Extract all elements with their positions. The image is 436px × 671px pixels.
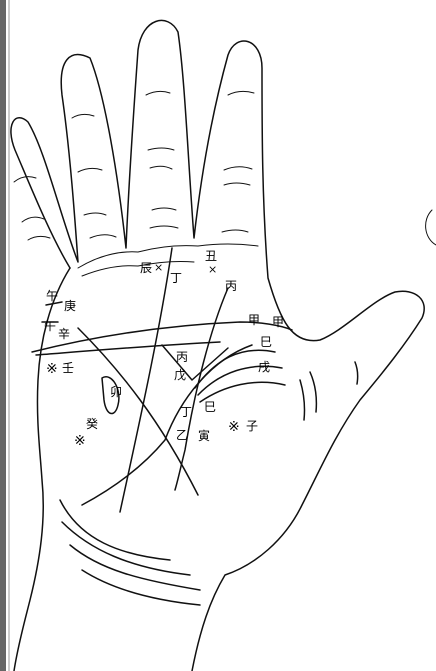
life-line <box>82 345 252 505</box>
thumb-creases <box>300 362 358 420</box>
cross-mark-chen: × <box>154 262 163 273</box>
palm-lines <box>32 248 358 605</box>
label-yin: 寅 <box>198 430 210 442</box>
label-jia-1: 甲 <box>248 314 260 326</box>
label-yi: 乙 <box>176 429 188 441</box>
label-ren: 壬 <box>62 362 74 374</box>
label-chou: 丑 <box>205 250 217 262</box>
wrist-line-1 <box>60 500 170 560</box>
label-xu: 戌 <box>258 361 270 373</box>
star-ren: ※ <box>46 362 58 376</box>
label-xin: 辛 <box>58 328 70 340</box>
label-gui: 癸 <box>86 418 98 430</box>
label-wu-mid: 午 <box>44 320 56 332</box>
wrist-line-2 <box>62 522 190 575</box>
label-jia-2: 甲 <box>272 316 284 328</box>
triangle-line <box>162 345 228 380</box>
fate-line <box>120 248 172 512</box>
label-si-1: 巳 <box>260 336 272 348</box>
label-wu-top: 午 <box>46 290 58 302</box>
label-geng: 庚 <box>64 300 76 312</box>
scan-edge <box>0 0 6 671</box>
star-zi: ※ <box>228 420 240 434</box>
margin-shape <box>426 210 436 245</box>
label-si-2: 巳 <box>204 401 216 413</box>
label-bing-top: 丙 <box>225 280 237 292</box>
label-ding-mid: 丁 <box>180 406 192 418</box>
label-bing-mid: 丙 <box>176 351 188 363</box>
star-gui: ※ <box>74 434 86 448</box>
finger-creases <box>14 91 258 276</box>
label-mao: 卯 <box>110 386 122 398</box>
wrist-line-3 <box>70 545 200 590</box>
label-ding-top: 丁 <box>170 272 182 284</box>
sun-line <box>175 288 228 490</box>
label-wu-earth: 戊 <box>174 369 186 381</box>
cross-mark-chou: × <box>208 264 217 275</box>
label-zi: 子 <box>246 420 258 432</box>
label-chen: 辰 <box>140 262 152 274</box>
